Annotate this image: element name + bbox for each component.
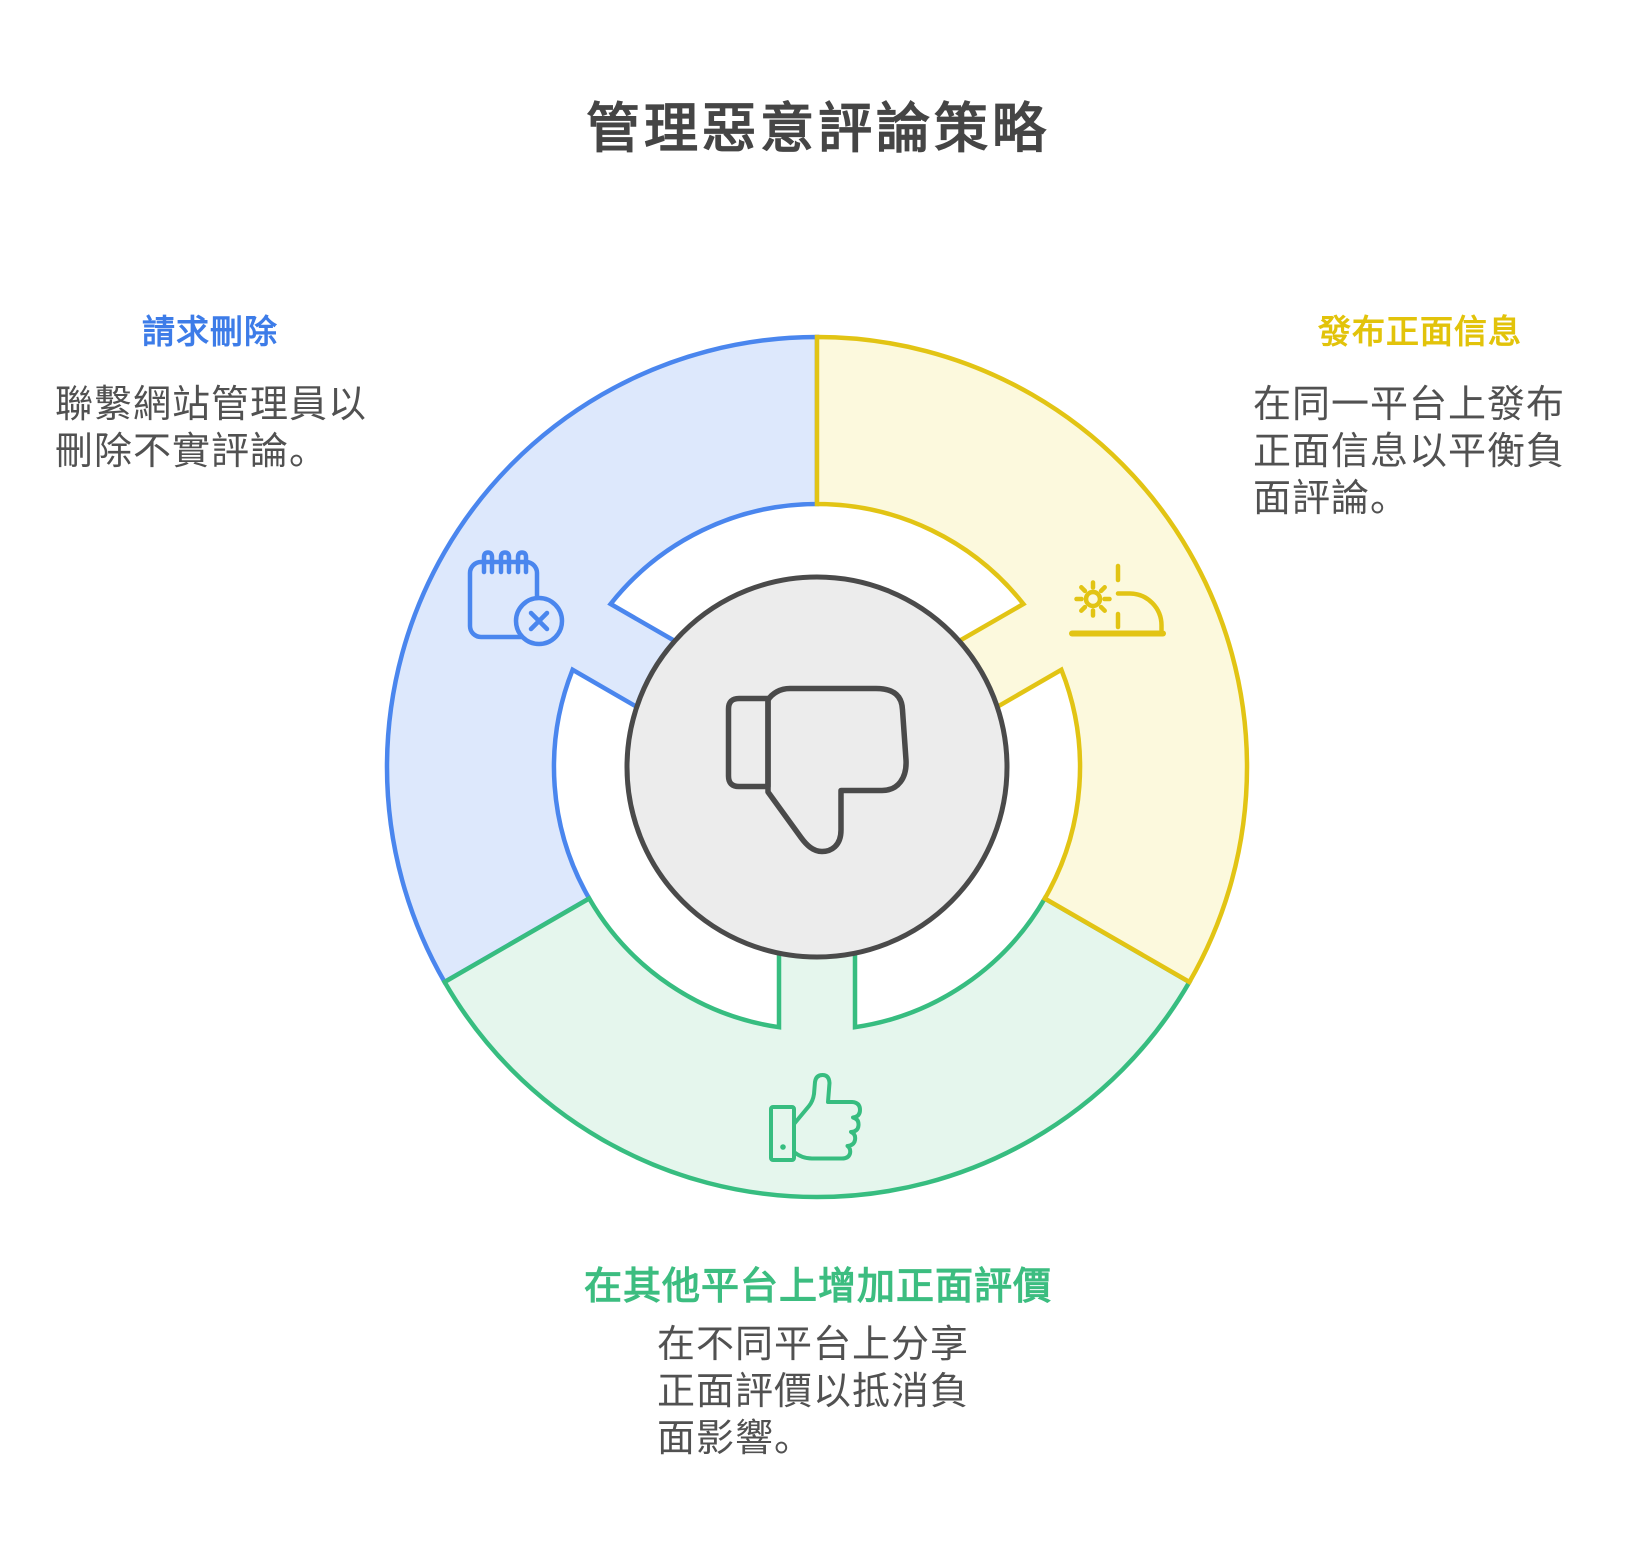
section-body-post-positive: 在同一平台上發布正面信息以平衡負面評論。 (1253, 384, 1566, 520)
center-circle (624, 574, 1010, 960)
thumbs-up-icon (769, 1073, 862, 1162)
page-title: 管理惡意評論策略 (586, 99, 1050, 159)
section-heading-post-positive: 發布正面信息 (1318, 313, 1522, 350)
thumbs-down-icon (725, 685, 909, 855)
section-request-deletion: 請求刪除 聯繫網站管理員以刪除不實評論。 (45, 305, 375, 476)
segment-request-deletion (384, 334, 820, 986)
section-body-other-platforms: 在不同平台上分享正面評價以抵消負面影響。 (657, 1324, 970, 1460)
section-heading-other-platforms: 在其他平台上增加正面評價 (583, 1266, 1052, 1308)
segment-other-platforms (441, 895, 1193, 1200)
sunrise-icon (1069, 563, 1166, 637)
segment-post-positive (814, 334, 1250, 986)
section-post-positive: 發布正面信息 在同一平台上發布正面信息以平衡負面評論。 (1250, 305, 1590, 523)
section-body-request-deletion: 聯繫網站管理員以刪除不實評論。 (55, 384, 368, 473)
section-heading-request-deletion: 請求刪除 (142, 313, 278, 350)
calendar-x-icon (467, 550, 565, 647)
